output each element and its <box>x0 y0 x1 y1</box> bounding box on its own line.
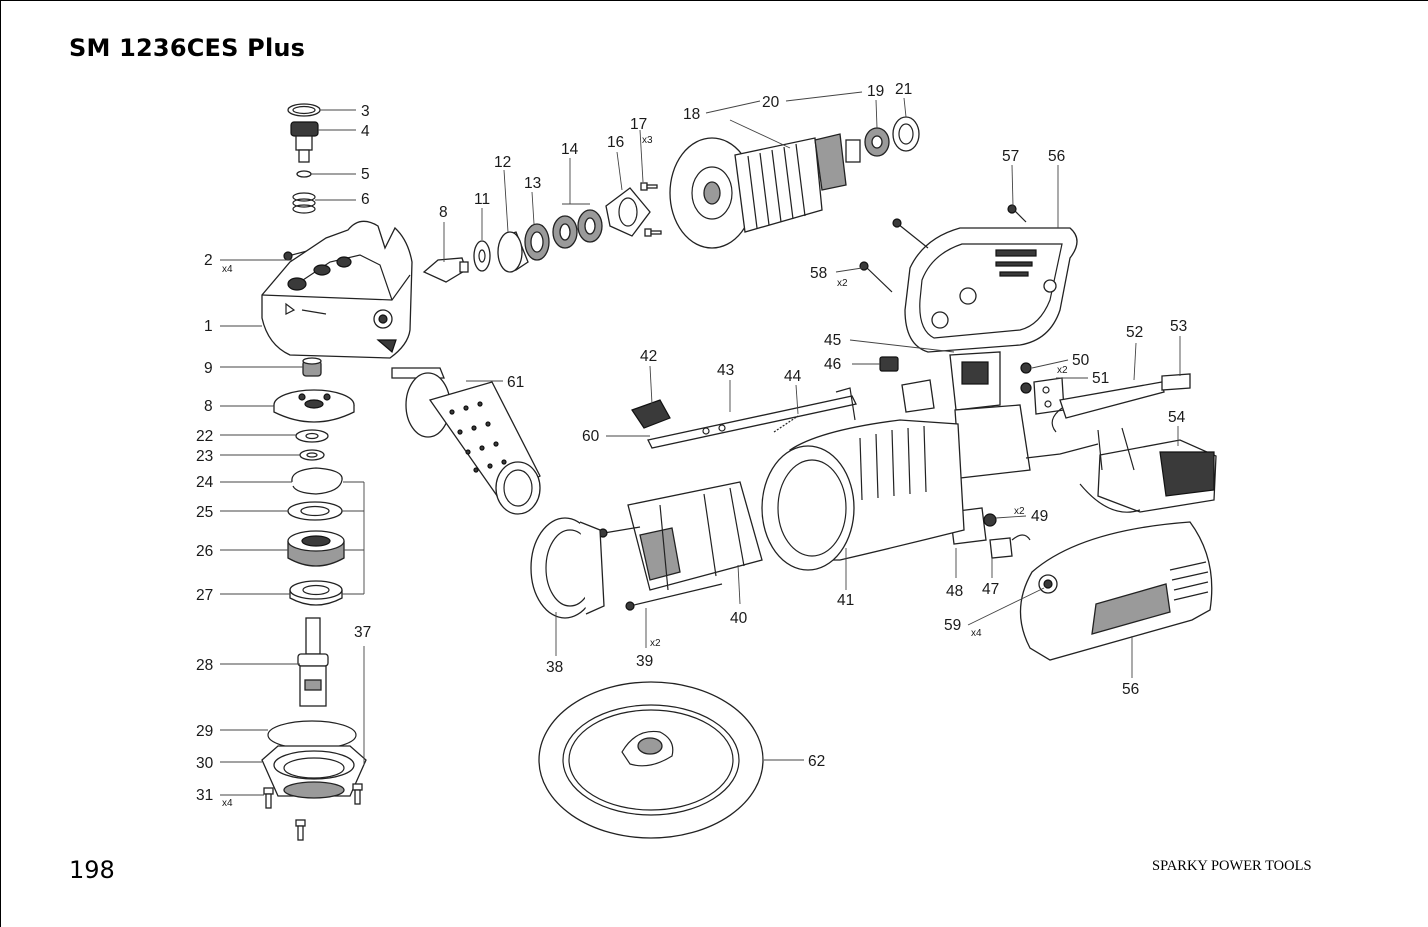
rear-handle-half <box>859 204 1078 353</box>
spindle-stack-left <box>261 357 367 841</box>
qty-50: x2 <box>1057 365 1068 376</box>
callout-56-handle: 56 <box>1048 148 1065 165</box>
callout-31: 31 <box>196 787 213 804</box>
gear-housing-head <box>261 103 413 359</box>
callout-45: 45 <box>824 332 841 349</box>
callout-28: 28 <box>196 657 213 674</box>
callout-62: 62 <box>808 753 825 770</box>
callout-53: 53 <box>1170 318 1187 335</box>
callout-29: 29 <box>196 723 213 740</box>
callout-1: 1 <box>204 318 213 335</box>
callout-25: 25 <box>196 504 213 521</box>
callout-43: 43 <box>717 362 734 379</box>
page-border-left <box>0 0 1 927</box>
callout-2: 2 <box>204 252 213 269</box>
callout-numbers: 1 2 3 4 5 6 8 8 9 11 12 13 14 16 17 18 1… <box>196 81 1187 804</box>
callout-14: 14 <box>561 141 579 158</box>
callout-61: 61 <box>507 374 524 391</box>
callout-48: 48 <box>946 583 963 600</box>
qty-49: x2 <box>1014 506 1025 517</box>
callout-8-pinion: 8 <box>439 204 448 221</box>
callout-47: 47 <box>982 581 999 598</box>
callout-23: 23 <box>196 448 213 465</box>
armature-assembly <box>669 116 920 249</box>
callout-46: 46 <box>824 356 841 373</box>
leader-lines <box>220 91 1181 796</box>
callout-41: 41 <box>837 592 854 609</box>
callout-39: 39 <box>636 653 653 670</box>
callout-49: 49 <box>1031 508 1048 525</box>
callout-8-flange: 8 <box>204 398 213 415</box>
callout-37-bracket: 37 <box>354 624 371 641</box>
callout-26: 26 <box>196 543 213 560</box>
callout-57: 57 <box>1002 148 1019 165</box>
bearing-row-top <box>422 182 662 283</box>
callout-5: 5 <box>361 166 370 183</box>
callout-51: 51 <box>1092 370 1109 387</box>
motor-housing <box>598 419 965 611</box>
switch-and-electrics <box>631 351 1217 559</box>
callout-40: 40 <box>730 610 748 627</box>
callout-42: 42 <box>640 348 657 365</box>
callout-52: 52 <box>1126 324 1143 341</box>
callout-20: 20 <box>762 94 780 111</box>
quantity-markers: x4 x3 x2 x2 x2 x2 x4 x4 <box>222 135 1068 809</box>
page-number: 198 <box>69 856 115 884</box>
qty-58: x2 <box>837 278 848 289</box>
rear-handle-cover <box>1019 521 1213 661</box>
qty-59: x4 <box>971 628 982 639</box>
qty-31: x4 <box>222 798 233 809</box>
qty-17: x3 <box>642 135 653 146</box>
callout-3: 3 <box>361 103 370 120</box>
callout-17: 17 <box>630 116 647 133</box>
callout-22: 22 <box>196 428 213 445</box>
page-border-top <box>0 0 1428 1</box>
callout-30: 30 <box>196 755 214 772</box>
callout-38: 38 <box>546 659 563 676</box>
callout-18: 18 <box>683 106 700 123</box>
callout-24: 24 <box>196 474 214 491</box>
callout-6: 6 <box>361 191 370 208</box>
callout-59: 59 <box>944 617 961 634</box>
callout-9: 9 <box>204 360 213 377</box>
callout-12: 12 <box>494 154 511 171</box>
callout-16: 16 <box>607 134 624 151</box>
callout-11: 11 <box>474 191 490 208</box>
callout-54: 54 <box>1168 409 1186 426</box>
model-title: SM 1236CES Plus <box>69 34 306 62</box>
callout-27: 27 <box>196 587 213 604</box>
callout-44: 44 <box>784 368 802 385</box>
callout-13: 13 <box>524 175 541 192</box>
polishing-pad <box>538 681 764 839</box>
callout-19: 19 <box>867 83 884 100</box>
rear-cover-and-handle <box>391 367 605 619</box>
callout-60: 60 <box>582 428 600 445</box>
qty-39: x2 <box>650 638 661 649</box>
qty-2: x4 <box>222 264 233 275</box>
callout-21: 21 <box>895 81 912 98</box>
footer-brand: SPARKY POWER TOOLS <box>1152 858 1312 874</box>
callout-4: 4 <box>361 123 370 140</box>
callout-50: 50 <box>1072 352 1090 369</box>
callout-56-cover: 56 <box>1122 681 1139 698</box>
callout-58: 58 <box>810 265 827 282</box>
